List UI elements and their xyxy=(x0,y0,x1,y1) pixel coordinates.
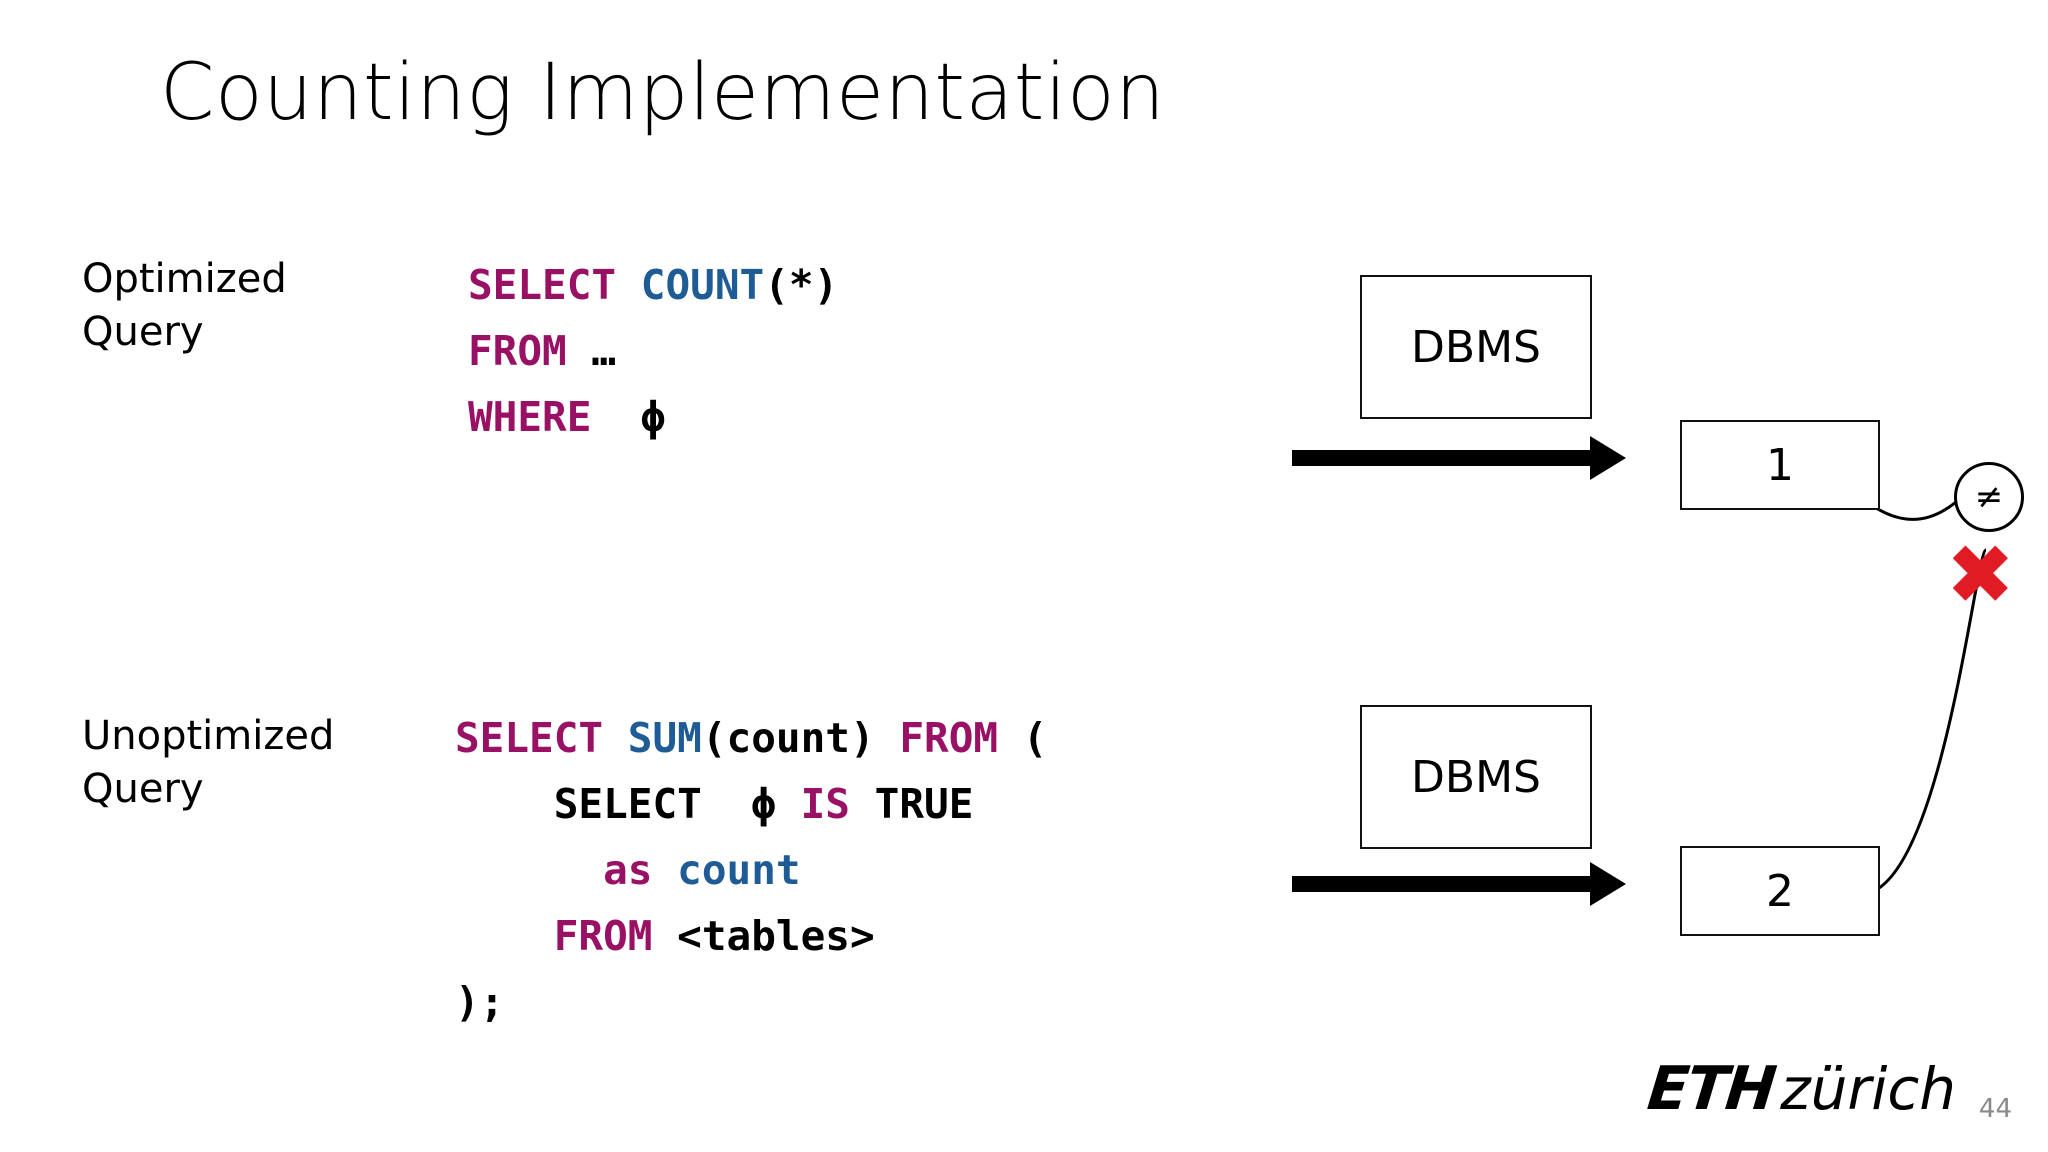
optimized-query-code: SELECT COUNT(*)FROM …WHERE ϕ xyxy=(468,252,838,450)
code-token: SUM xyxy=(627,714,702,762)
code-token: COUNT xyxy=(640,261,765,309)
code-token: FROM xyxy=(899,714,999,762)
code-token xyxy=(455,912,554,960)
unoptimized-query-code: SELECT SUM(count) FROM ( SELECT ϕ IS TRU… xyxy=(455,705,1047,1035)
code-token: WHERE xyxy=(468,393,592,441)
unoptimized-query-label: Unoptimized Query xyxy=(82,713,335,813)
page-title: Counting Implementation xyxy=(160,48,1166,138)
result-connector-lines xyxy=(1875,484,1988,892)
code-token: (*) xyxy=(764,261,839,309)
code-line: SELECT ϕ IS TRUE xyxy=(455,771,1047,837)
code-line: SELECT COUNT(*) xyxy=(468,252,838,318)
code-token: as xyxy=(603,846,653,894)
code-token: SELECT ϕ xyxy=(455,780,801,828)
code-token: ); xyxy=(455,978,505,1026)
query-arrow-unoptimized xyxy=(1292,862,1626,906)
eth-logo-word: zürich xyxy=(1780,1055,1956,1123)
page-number: 44 xyxy=(1978,1094,2012,1124)
result-box-optimized: 1 xyxy=(1680,420,1880,510)
code-token xyxy=(616,261,641,309)
code-token: SELECT xyxy=(455,714,604,762)
code-line: FROM <tables> xyxy=(455,903,1047,969)
code-token: ( xyxy=(998,714,1048,762)
code-token: … xyxy=(566,327,617,375)
code-token xyxy=(455,846,603,894)
code-line: as count xyxy=(455,837,1047,903)
execution-comparison-diagram: DBMS 1 DBMS 2 ≠ ✖ xyxy=(1240,250,2024,936)
code-token: SELECT xyxy=(468,261,617,309)
code-line: ); xyxy=(455,969,1047,1035)
mismatch-cross-icon: ✖ xyxy=(1946,528,2015,623)
code-token xyxy=(603,714,628,762)
dbms-box-unoptimized: DBMS xyxy=(1360,705,1592,849)
code-token: TRUE xyxy=(849,780,974,828)
query-arrow-optimized xyxy=(1292,436,1626,480)
code-token xyxy=(652,846,677,894)
result-box-unoptimized: 2 xyxy=(1680,846,1880,936)
code-line: SELECT SUM(count) FROM ( xyxy=(455,705,1047,771)
code-token: (count) xyxy=(701,714,900,762)
code-line: FROM … xyxy=(468,318,838,384)
code-token: count xyxy=(677,846,801,894)
eth-logo-mark: ETH xyxy=(1644,1054,1778,1124)
dbms-box-optimized: DBMS xyxy=(1360,275,1592,419)
not-equal-icon: ≠ xyxy=(1954,462,2024,532)
code-token: ϕ xyxy=(591,393,666,441)
eth-zurich-logo: ETH zürich xyxy=(1644,1054,1956,1124)
code-token: FROM xyxy=(553,912,653,960)
code-line: WHERE ϕ xyxy=(468,384,838,450)
optimized-query-label: Optimized Query xyxy=(82,256,287,356)
code-token: <tables> xyxy=(652,912,875,960)
code-token: FROM xyxy=(468,327,567,375)
code-token: IS xyxy=(800,780,850,828)
